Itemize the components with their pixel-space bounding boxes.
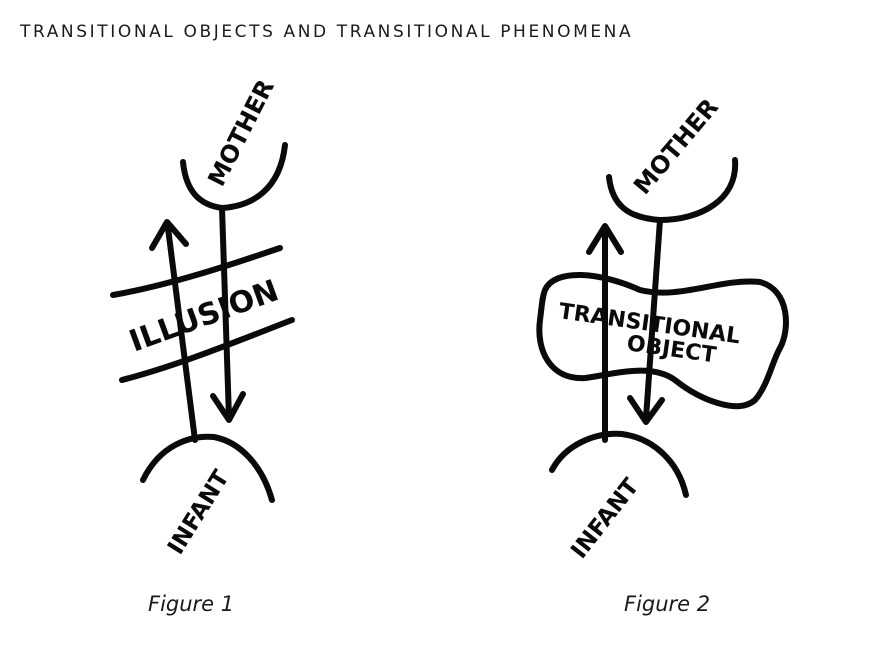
figure-1-infant-label: INFANT: [163, 466, 235, 559]
down-arrowhead: [627, 395, 665, 425]
infant-arc: [140, 433, 275, 503]
illusion-bottom-line: [119, 317, 295, 383]
figure-2-mother-label: MOTHER: [628, 93, 724, 200]
figure-2-infant-label: INFANT: [566, 474, 644, 564]
transitional-object-blob: [536, 271, 789, 410]
up-line: [165, 225, 198, 443]
figure-1: [110, 142, 295, 503]
page-header: TRANSITIONAL OBJECTS AND TRANSITIONAL PH…: [20, 22, 634, 42]
down-line: [219, 205, 232, 421]
down-arrowhead: [210, 391, 246, 423]
figure-2-caption: Figure 2: [624, 592, 711, 616]
mother-cup: [606, 157, 739, 223]
figure-1-caption: Figure 1: [148, 592, 235, 616]
up-arrowhead: [149, 219, 189, 251]
illusion-top-line: [110, 245, 283, 298]
infant-arc: [549, 430, 689, 498]
down-line: [643, 217, 663, 421]
figure-2: [536, 157, 789, 498]
up-arrowhead: [586, 223, 624, 255]
figure-1-mother-label: MOTHER: [202, 75, 279, 191]
